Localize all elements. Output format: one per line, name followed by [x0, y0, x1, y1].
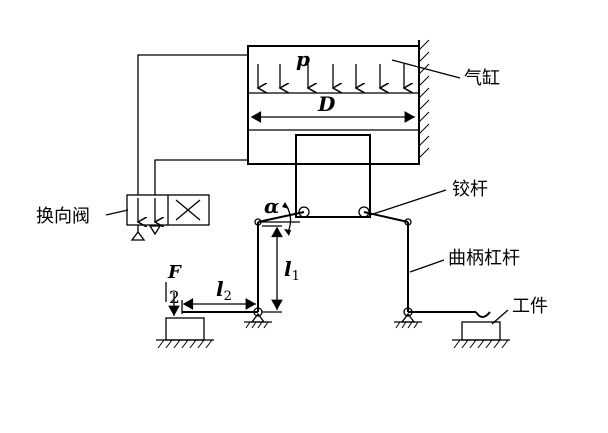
workpiece-label: 工件: [512, 296, 548, 317]
l1-label: l: [284, 257, 292, 281]
valve-leader: [105, 209, 129, 216]
hinge-rod-leader: [369, 189, 447, 216]
alpha-label: α: [264, 194, 279, 218]
svg-text:l1: l1: [284, 257, 300, 284]
force-numerator: F: [167, 262, 182, 283]
force-denominator: 2: [169, 288, 180, 308]
right-workpiece: [452, 321, 510, 349]
left-crank-lever: [182, 222, 272, 329]
crank-lever-leader: [409, 259, 445, 273]
valve-label: 换向阀: [36, 206, 90, 227]
l2-label: l: [216, 277, 224, 301]
svg-text:l2: l2: [216, 277, 232, 304]
l2-dimension: [181, 298, 256, 314]
pressure-label: p: [296, 47, 310, 71]
crank-lever-label: 曲柄杠杆: [448, 248, 520, 269]
force-indicator: [165, 282, 180, 316]
l1-subscript: 1: [292, 269, 300, 284]
cylinder-label: 气缸: [464, 67, 500, 89]
air-lines: [137, 54, 248, 195]
pressure-arrows: [258, 64, 404, 88]
right-crank-lever: [394, 222, 491, 329]
directional-valve: [126, 194, 210, 241]
hinge-rod-label: 铰杆: [452, 179, 488, 200]
angle-alpha: [282, 202, 292, 236]
diameter-label: D: [317, 92, 336, 116]
left-workpiece: [156, 317, 214, 349]
l1-dimension: [262, 225, 283, 313]
l2-subscript: 2: [224, 289, 232, 304]
workpiece-leader: [491, 309, 509, 325]
cylinder-leader: [391, 59, 461, 79]
cylinder-wall: [418, 39, 430, 164]
